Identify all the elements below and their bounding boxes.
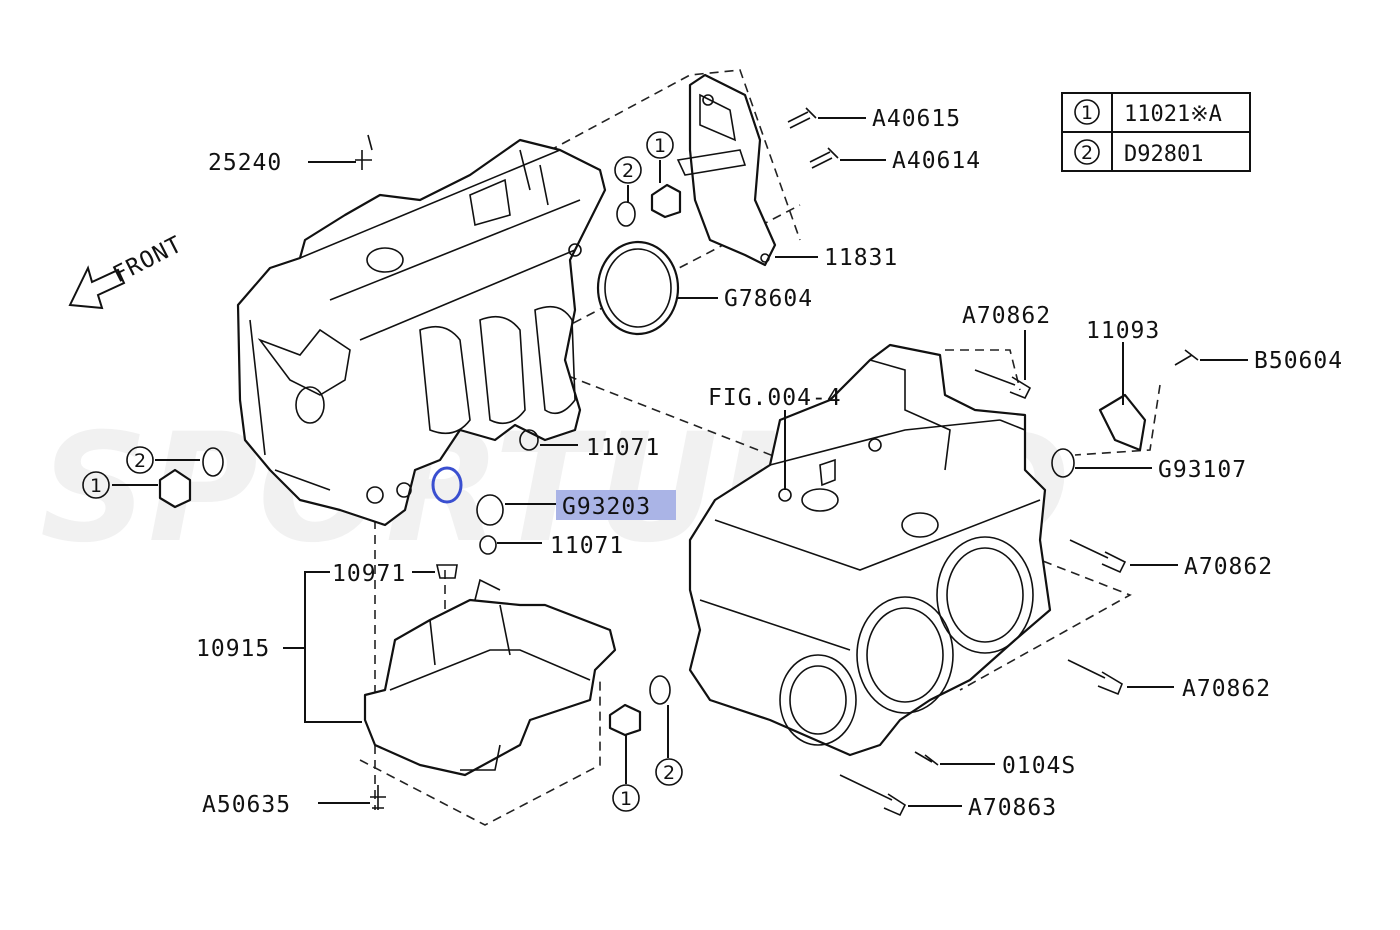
marker-2-left: 2 [134,450,146,472]
callout-11093[interactable]: 11093 [1086,318,1160,344]
callout-g93203[interactable]: G93203 [562,494,651,520]
callout-g93107[interactable]: G93107 [1158,457,1247,483]
crankcase-left-half [236,138,607,527]
callout-10971[interactable]: 10971 [332,561,406,587]
rear-oil-seal [596,240,680,336]
assembly-guide-lines [359,69,1161,826]
plugs [158,183,682,737]
o-ring-11071-lower [479,535,497,555]
callout-25240[interactable]: 25240 [208,150,282,176]
front-arrow-icon: FRONT [68,231,187,310]
o-ring-11071-upper [519,429,539,451]
legend-part-2: D92801 [1124,142,1203,167]
bolts [355,107,1199,817]
o-ring-g93203-outer [476,494,504,526]
callout-a70862-low[interactable]: A70862 [1182,676,1271,702]
marker-1-bottom: 1 [620,788,632,810]
callout-b50604[interactable]: B50604 [1254,348,1343,374]
legend-row-2: 2 D92801 [1074,139,1203,167]
marker-1-left: 1 [90,475,102,497]
figure-reference[interactable]: FIG.004-4 [708,385,842,411]
o-ring-g93107 [1051,448,1075,478]
callout-a40615[interactable]: A40615 [872,106,961,132]
oil-baffle [363,578,617,777]
callout-0104s[interactable]: 0104S [1002,753,1076,779]
callout-a70862-mid[interactable]: A70862 [1184,554,1273,580]
marker-2-bottom: 2 [663,762,675,784]
callout-a70862-top[interactable]: A70862 [962,303,1051,329]
callout-11071-lower[interactable]: 11071 [550,533,624,559]
o-rings [202,201,1075,705]
legend-marker-1: 1 [1081,102,1093,124]
reference-markers: 1 2 1 2 1 2 [82,131,683,812]
highlighted-seal-g93203[interactable] [431,466,463,504]
callout-11831[interactable]: 11831 [824,245,898,271]
crankcase-right-half [688,343,1052,757]
callout-g78604[interactable]: G78604 [724,286,813,312]
callout-a70863[interactable]: A70863 [968,795,1057,821]
front-label: FRONT [109,231,187,288]
callout-10915[interactable]: 10915 [196,636,270,662]
callout-11071-upper[interactable]: 11071 [586,435,660,461]
legend-table: 1 11021※A 2 D92801 [1061,92,1251,172]
callout-a40614[interactable]: A40614 [892,148,981,174]
highlight-box [556,490,676,520]
legend-row-1: 1 11021※A [1074,99,1222,127]
marker-1-top: 1 [654,135,666,157]
marker-2-top: 2 [622,160,634,182]
legend-marker-2: 2 [1081,142,1093,164]
callout-a50635[interactable]: A50635 [202,792,291,818]
leader-lines [112,117,1248,807]
part-callouts: 25240 A40615 A40614 11831 G78604 A70862 … [196,106,1343,821]
gasket-11093 [1098,393,1147,452]
legend-part-1: 11021※A [1124,102,1222,127]
rear-cover-plate [676,73,777,267]
